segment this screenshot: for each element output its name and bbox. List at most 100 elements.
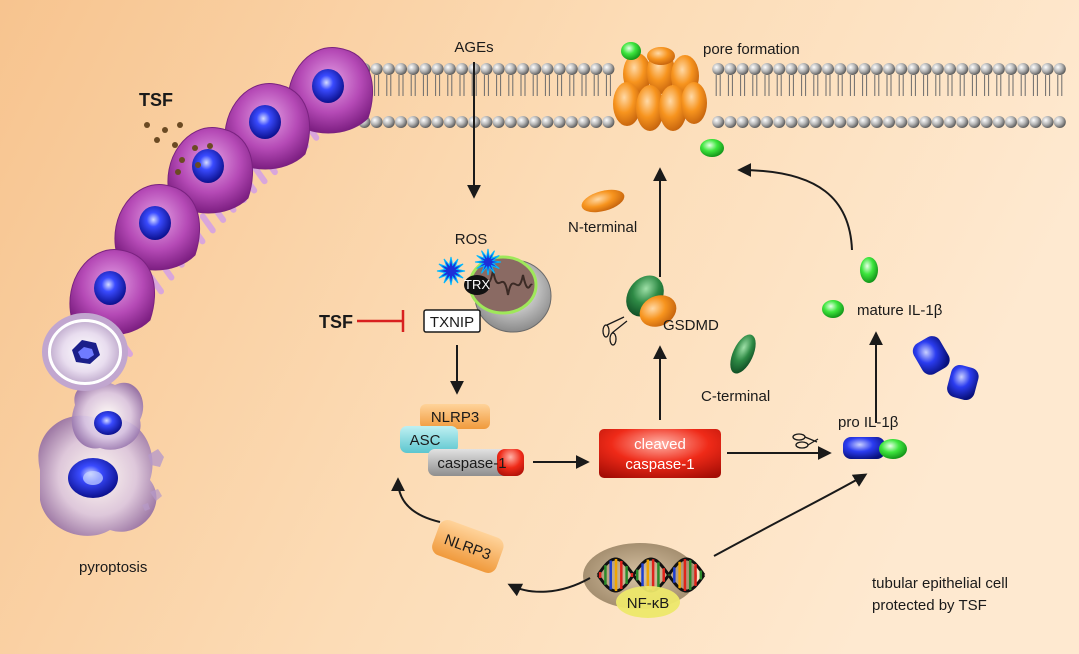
microvillus [251, 164, 268, 185]
lipid-head [736, 116, 749, 128]
c-terminal-fragment [730, 334, 756, 374]
lipid-head [931, 116, 944, 128]
nlrp3-complex-label: NLRP3 [431, 409, 479, 426]
lipid-head [590, 116, 603, 128]
lipid-head [1005, 63, 1017, 75]
arrow-nfkb-to-pro-il1b [713, 473, 868, 557]
mature-il1b [822, 300, 844, 318]
dna-icon [596, 557, 706, 593]
lipid-head [822, 116, 834, 128]
lipid-head [724, 63, 737, 75]
lipid-head [480, 63, 493, 75]
lipid-head [395, 63, 407, 75]
pyroptotic-cells [38, 313, 164, 536]
lipid-head [443, 63, 456, 75]
lipid-head [370, 63, 383, 75]
pro-il1b-blue [843, 437, 885, 459]
ros-label: ROS [455, 231, 488, 248]
cell-nucleus [312, 69, 344, 103]
lipid-head [578, 116, 590, 128]
trx-protein [464, 275, 490, 295]
lipid-head [602, 116, 615, 128]
scissors-icon [792, 433, 819, 449]
pathway-arrows [391, 62, 883, 597]
lipid-head [992, 63, 1005, 75]
lipid-head [443, 116, 456, 128]
lipid-head [883, 63, 895, 75]
lipid-head [553, 63, 566, 75]
ros-icon [436, 248, 502, 286]
cleaved-label: cleaved [634, 436, 686, 453]
cleaved-caspase1-label: caspase-1 [625, 456, 694, 473]
txnip-label: TXNIP [430, 314, 474, 331]
mitochondrion [464, 255, 552, 333]
lipid-head [590, 63, 603, 75]
lipid-head [1041, 63, 1054, 75]
lipid-head [834, 63, 847, 75]
lipid-head [553, 116, 566, 128]
c-terminal-label: C-terminal [701, 388, 770, 405]
lipid-head [395, 116, 407, 128]
lipid-head [565, 63, 578, 75]
lipid-head [785, 116, 798, 128]
caption-line1: tubular epithelial cell [872, 575, 1008, 592]
lipid-head [517, 116, 529, 128]
lipid-head [724, 116, 737, 128]
lipid-head [883, 116, 895, 128]
lipid-head [834, 116, 847, 128]
lipid-head [980, 63, 993, 75]
lipid-head [504, 63, 517, 75]
lipid-head [968, 63, 981, 75]
lipid-head [480, 116, 493, 128]
lipid-head [712, 63, 725, 75]
arrow-il1b-release [737, 163, 853, 251]
pro-il1b-green [879, 439, 907, 459]
lipid-head [907, 116, 920, 128]
pore-formation-label: pore formation [703, 41, 800, 58]
asc-box [400, 426, 458, 453]
lipid-head [529, 116, 542, 128]
n-terminal-label: N-terminal [568, 219, 637, 236]
lipid-head [761, 116, 773, 128]
lipid-head [419, 116, 432, 128]
lipid-head [565, 116, 578, 128]
caspase1-box [428, 449, 512, 476]
inflammasome-complex [400, 404, 524, 476]
lipid-head [797, 116, 810, 128]
il1b-prodomain [912, 336, 950, 375]
nlrp3-box [420, 404, 490, 429]
asc-label: ASC [410, 432, 441, 449]
lipid-head [529, 63, 542, 75]
lipid-head [492, 63, 505, 75]
lipid-head [956, 116, 969, 128]
lipid-head [944, 116, 956, 128]
cell-nucleus [139, 206, 171, 240]
lipid-head [370, 116, 383, 128]
il1b-release [621, 42, 641, 60]
nlrp3-free-box [432, 519, 504, 573]
lipid-head [578, 63, 590, 75]
lipid-head [785, 63, 798, 75]
lipid-head [517, 63, 529, 75]
microvillus [199, 213, 216, 234]
epithelial-cell-row [69, 47, 374, 357]
lipid-head [858, 116, 871, 128]
lipid-head [809, 63, 822, 75]
lipid-head [541, 63, 554, 75]
lipid-head [858, 63, 871, 75]
arrow-nfkb-to-nlrp3 [507, 577, 591, 597]
txnip-box [423, 309, 481, 333]
il1b-prodomain [947, 364, 979, 401]
pyroptosis-label: pyroptosis [79, 559, 147, 576]
tsf-inhibitor-label: TSF [319, 312, 353, 332]
cell-debris [148, 449, 164, 467]
lipid-head [919, 116, 932, 128]
cell-nucleus [249, 105, 281, 139]
ages-label: AGEs [454, 39, 493, 56]
gsdmd-pore [613, 42, 707, 131]
lipid-head [712, 116, 725, 128]
lipid-head [1017, 63, 1030, 75]
